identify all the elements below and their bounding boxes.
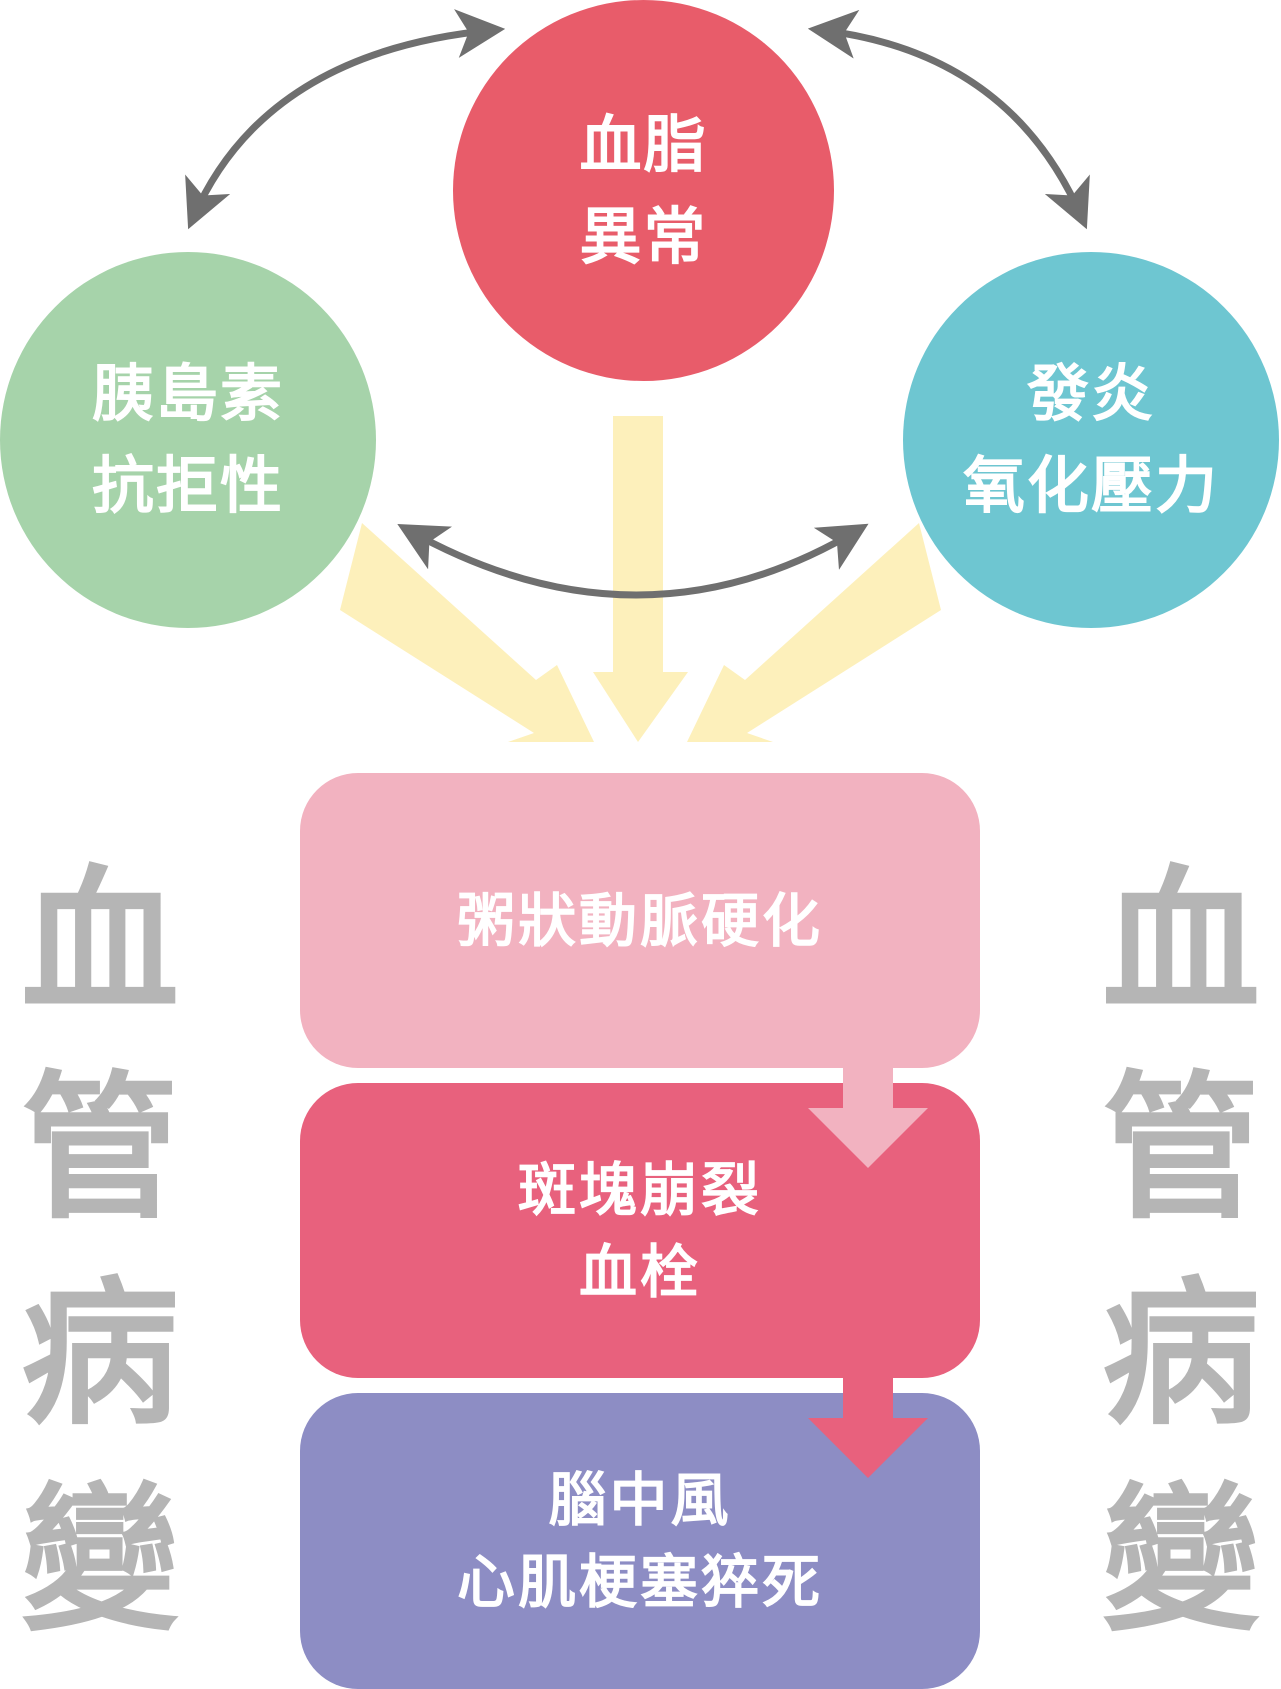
factor-insulin-circle: 胰島素 抗拒性 <box>0 252 376 628</box>
cycle-arrow-insulin-lipid <box>185 9 506 230</box>
factor-lipid-line1: 血脂 <box>579 107 708 181</box>
stage-plaque-box: 斑塊崩裂 血栓 <box>300 1083 980 1378</box>
side-right-char-4: 變 <box>1102 1469 1260 1653</box>
cycle-arrow-lipid-inflammation <box>807 9 1090 230</box>
side-left-char-4: 變 <box>21 1469 179 1653</box>
factor-lipid-circle: 血脂 異常 <box>453 0 834 381</box>
stage-outcome-line2: 心肌梗塞猝死 <box>456 1548 823 1616</box>
stage-atherosclerosis-box: 粥狀動脈硬化 <box>300 773 980 1068</box>
stage-atherosclerosis-label: 粥狀動脈硬化 <box>456 886 823 955</box>
stage-outcome-box: 腦中風 心肌梗塞猝死 <box>300 1393 980 1689</box>
side-label-right: 血 管 病 變 <box>1081 840 1281 1664</box>
side-right-char-2: 管 <box>1102 1057 1260 1241</box>
stage-outcome-line1: 腦中風 <box>548 1466 732 1534</box>
converge-arrow-center <box>593 416 688 742</box>
factor-lipid-line2: 異常 <box>579 199 708 273</box>
side-left-char-1: 血 <box>21 851 179 1035</box>
side-left-char-3: 病 <box>21 1263 179 1447</box>
factor-inflammation-line2: 氧化壓力 <box>962 449 1219 522</box>
side-right-char-1: 血 <box>1102 851 1260 1035</box>
converge-arrow-left <box>340 523 594 742</box>
factor-inflammation-circle: 發炎 氧化壓力 <box>903 252 1279 628</box>
side-right-char-3: 病 <box>1102 1263 1260 1447</box>
side-label-left: 血 管 病 變 <box>0 840 200 1664</box>
converge-arrow-right <box>687 523 941 742</box>
cycle-arrow-insulin-inflammation <box>397 523 869 599</box>
factor-insulin-line1: 胰島素 <box>91 357 284 430</box>
stage-plaque-line1: 斑塊崩裂 <box>517 1155 762 1224</box>
stage-plaque-line2: 血栓 <box>578 1237 701 1306</box>
factor-inflammation-line1: 發炎 <box>1026 357 1155 430</box>
side-left-char-2: 管 <box>21 1057 179 1241</box>
factor-insulin-line2: 抗拒性 <box>91 449 284 522</box>
